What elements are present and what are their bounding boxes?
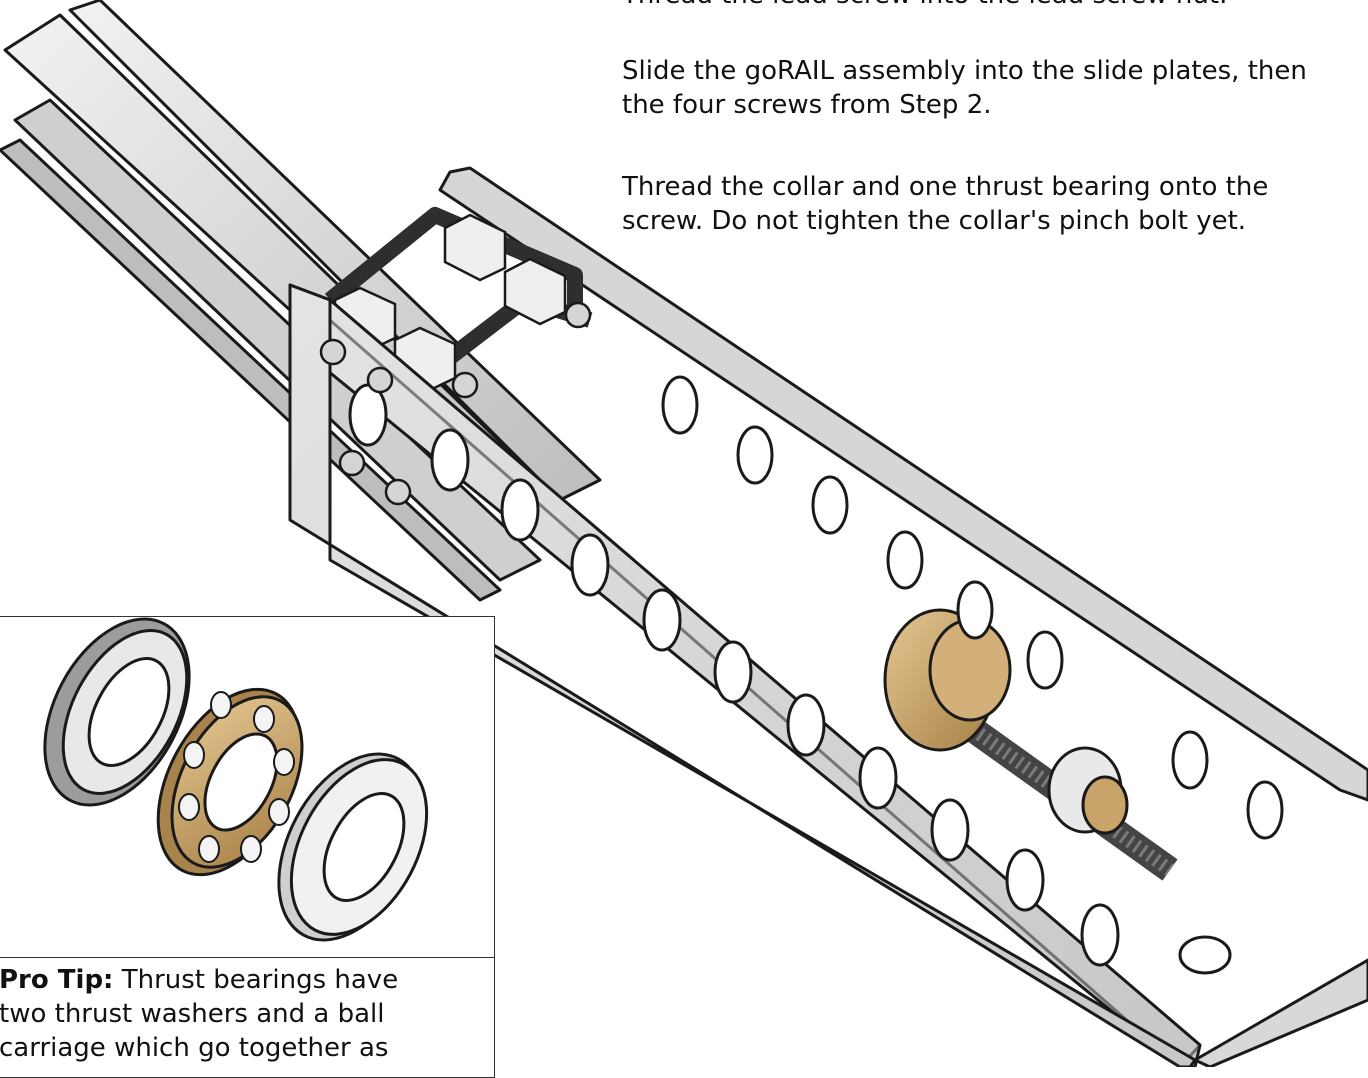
pro-tip-line: carriage which go together as	[0, 1033, 389, 1063]
channel-holes	[348, 375, 1284, 975]
lead-screw-assembly	[883, 608, 1178, 881]
pro-tip-text: Pro Tip: Thrust bearings have two thrust…	[0, 963, 469, 1065]
pro-tip-line: Pro Tip: Thrust bearings have	[0, 963, 469, 997]
instruction-slide: Slide the goRAIL assembly into the slide…	[622, 54, 1307, 122]
pro-tip-line: two thrust washers and a ball	[0, 999, 385, 1029]
thrust-washer-icon	[277, 752, 429, 942]
instruction-line: Slide the goRAIL assembly into the slide…	[622, 56, 1307, 86]
pro-tip-line-text: Thrust bearings have	[113, 965, 399, 995]
instruction-cut-line: Thread the lead screw into the lead scre…	[622, 0, 1227, 12]
instruction-line: screw. Do not tighten the collar's pinch…	[622, 206, 1247, 236]
rear-channel-plate	[438, 166, 1368, 802]
thrust-bearing-illustration	[0, 617, 494, 958]
instruction-line: the four screws from Step 2.	[622, 90, 992, 120]
ball-carriage-icon	[156, 687, 304, 877]
standoffs	[319, 301, 592, 506]
thrust-washer-icon	[43, 617, 191, 807]
pro-tip-label: Pro Tip:	[0, 965, 114, 995]
pro-tip-box: Pro Tip: Thrust bearings have two thrust…	[0, 616, 495, 1078]
instruction-line: Thread the collar and one thrust bearing…	[622, 172, 1269, 202]
instruction-collar: Thread the collar and one thrust bearing…	[622, 170, 1268, 238]
